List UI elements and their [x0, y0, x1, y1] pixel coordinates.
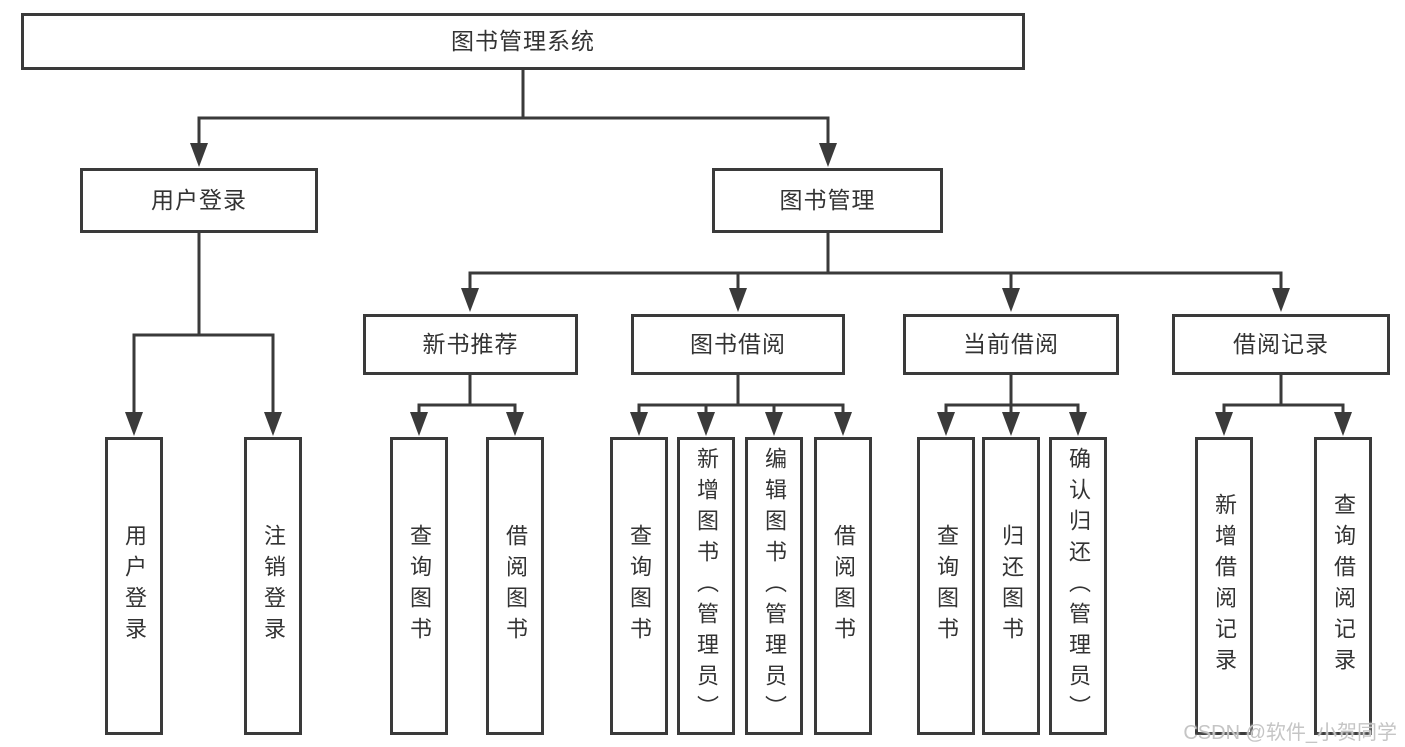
leaf-query-books-current: 查询图书	[917, 437, 975, 735]
leaf-borrow-books-recommend: 借阅图书	[486, 437, 544, 735]
node-label: 新书推荐	[422, 331, 519, 357]
node-user-login: 用户登录	[80, 168, 318, 233]
node-label: 当前借阅	[963, 331, 1059, 357]
leaf-edit-book-admin: 编辑图书（管理员）	[745, 437, 803, 735]
arrowheads	[125, 143, 1352, 436]
node-label: 注销登录	[261, 524, 286, 648]
leaf-query-borrow-record: 查询借阅记录	[1314, 437, 1372, 735]
node-book-management: 图书管理	[712, 168, 943, 233]
node-label: 图书管理系统	[451, 28, 595, 54]
node-label: 查询图书	[627, 524, 652, 648]
leaf-query-books-recommend: 查询图书	[390, 437, 448, 735]
node-label: 查询图书	[407, 524, 432, 648]
node-borrowing-records: 借阅记录	[1172, 314, 1390, 375]
node-label: 借阅记录	[1233, 331, 1329, 357]
node-label: 编辑图书（管理员）	[762, 446, 787, 726]
node-label: 用户登录	[122, 524, 147, 648]
leaf-logout: 注销登录	[244, 437, 302, 735]
leaf-borrow-books-borrowing: 借阅图书	[814, 437, 872, 735]
node-label: 用户登录	[151, 187, 247, 213]
leaf-return-books: 归还图书	[982, 437, 1040, 735]
node-label: 新增图书（管理员）	[694, 446, 719, 726]
node-label: 归还图书	[999, 524, 1024, 648]
node-label: 查询借阅记录	[1331, 493, 1356, 679]
leaf-user-login: 用户登录	[105, 437, 163, 735]
node-label: 借阅图书	[503, 524, 528, 648]
node-label: 新增借阅记录	[1212, 493, 1237, 679]
node-label: 借阅图书	[831, 524, 856, 648]
watermark-text: CSDN @软件_小贺同学	[1183, 722, 1397, 744]
leaf-add-book-admin: 新增图书（管理员）	[677, 437, 735, 735]
node-current-borrowing: 当前借阅	[903, 314, 1119, 375]
node-label: 图书管理	[779, 187, 876, 213]
leaf-confirm-return-admin: 确认归还（管理员）	[1049, 437, 1107, 735]
leaf-add-borrow-record: 新增借阅记录	[1195, 437, 1253, 735]
node-label: 查询图书	[934, 524, 959, 648]
node-label: 图书借阅	[690, 331, 786, 357]
node-label: 确认归还（管理员）	[1066, 446, 1091, 726]
node-new-book-recommend: 新书推荐	[363, 314, 578, 375]
node-book-borrowing: 图书借阅	[631, 314, 845, 375]
leaf-query-books-borrowing: 查询图书	[610, 437, 668, 735]
node-library-management-system: 图书管理系统	[21, 13, 1025, 70]
